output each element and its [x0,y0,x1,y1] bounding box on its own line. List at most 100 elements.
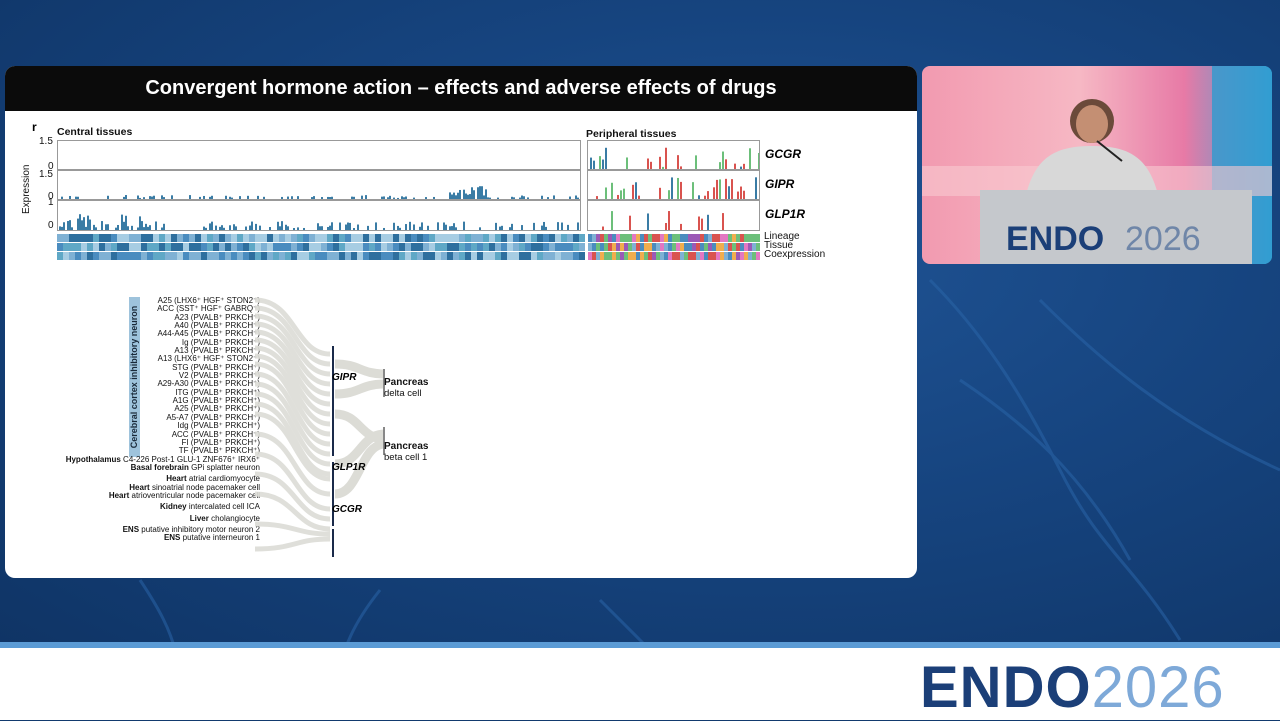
track-cell [672,252,676,260]
footer-stripe [0,642,1280,648]
track-cell [63,243,69,251]
track-cell [471,252,477,260]
expression-bar [383,196,385,199]
expression-bar [701,218,703,230]
track-cell [624,234,628,242]
track-cell [736,243,740,251]
track-cell [477,252,483,260]
gipr-central-frame [57,170,581,200]
track-cell [477,243,483,251]
expression-bar [347,222,349,230]
expression-bar [481,186,483,199]
footer-logo: ENDO2026 [920,654,1225,721]
cell-row-tissue: ENS [163,533,181,543]
track-cell [716,252,720,260]
track-cell [387,234,393,242]
cortex-row: A25 (PVALB⁺ PRKCH⁺) [174,404,260,414]
expression-bar [749,148,751,169]
track-cell [740,252,744,260]
expression-bar [671,177,673,199]
expression-bar [199,196,201,199]
expression-bar [455,195,457,199]
track-cell [339,243,345,251]
track-cell [243,252,249,260]
expression-bar [734,163,736,169]
track-cell [561,234,567,242]
track-cell [369,243,375,251]
target-beta-name: Pancreas [384,441,429,452]
track-cell [285,234,291,242]
expression-bar [713,187,715,199]
expression-bar [527,197,529,199]
track-cell [357,243,363,251]
expression-bar [339,222,341,230]
track-cell [273,243,279,251]
track-cell [596,243,600,251]
track-cell [660,243,664,251]
track-tissue: Tissue [764,240,794,251]
expression-bar [409,221,411,230]
track-cell [600,243,604,251]
track-cell [525,243,531,251]
track-cell [513,234,519,242]
expression-bar [487,197,489,199]
track-cell [744,234,748,242]
cell-row-tissue: Liver [189,513,209,523]
target-delta-sub: delta cell [384,388,422,399]
track-cell [357,252,363,260]
track-cell [656,234,660,242]
y-axis-label: Expression [21,164,32,214]
track-cell [756,234,760,242]
track-cell [333,252,339,260]
cortex-row: ITG (PVALB⁺ PRKCH⁺) [175,387,260,397]
track-cell [231,234,237,242]
cortex-row: TF (PVALB⁺ PRKCH⁺) [178,446,260,456]
expression-bar [704,195,706,199]
expression-bar [635,182,637,199]
track-cell [435,252,441,260]
expression-bar [235,226,237,230]
expression-bar [425,197,427,199]
track-cell [668,252,672,260]
expression-bar [577,197,579,199]
sankey-right-links [334,359,386,499]
track-cell [483,243,489,251]
track-cell [612,243,616,251]
track-cell [159,234,165,242]
cell-row-type: atrioventricular node pacemaker cell [129,490,260,500]
expression-bar [465,193,467,199]
cell-row-type: sinoatrial node pacemaker cell [149,482,260,492]
track-cell [648,252,652,260]
track-cell [561,252,567,260]
expression-bar [203,226,205,230]
expression-bar [483,195,485,199]
track-cell [261,252,267,260]
track-cell [153,252,159,260]
expression-bar [617,194,619,199]
track-cell [105,252,111,260]
track-cell [596,252,600,260]
expression-bar [155,221,157,230]
target-pancreas-beta: Pancreas beta cell 1 [384,441,428,463]
expression-bar [698,216,700,230]
expression-bar [245,226,247,230]
expression-bar [353,196,355,199]
track-cell [375,252,381,260]
expression-bar [149,196,151,199]
expression-bar [659,156,661,169]
expression-bar [83,217,85,230]
track-cell [123,252,129,260]
track-cell [297,234,303,242]
expression-bar [127,226,129,230]
track-cell [684,234,688,242]
expression-bar [205,227,207,230]
expression-bar [311,197,313,199]
track-cell [604,234,608,242]
track-cell [279,252,285,260]
track-cell [417,252,423,260]
expression-bar [620,190,622,199]
track-cell [728,252,732,260]
expression-bar [123,221,125,230]
expression-bar [219,226,221,230]
expression-bar [139,216,141,230]
